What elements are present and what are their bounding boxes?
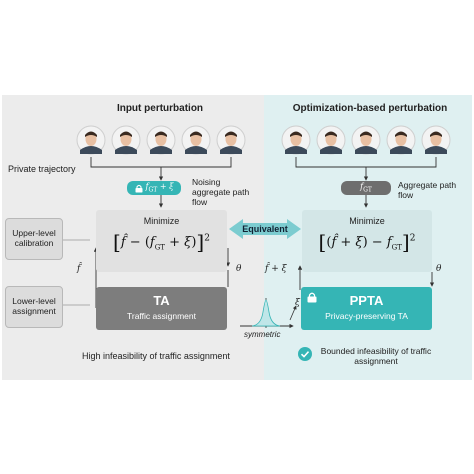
ppta-box: PPTA Privacy-preserving TA [301, 287, 432, 330]
left-minimize-label: Minimize [143, 216, 180, 226]
person-icon [316, 125, 346, 155]
ta-title: TA [153, 293, 170, 308]
private-trajectory-label: Private trajectory [8, 164, 76, 174]
gt-flow-label: fGT [360, 182, 372, 194]
noise-symbol: ξ [295, 298, 300, 308]
left-objective-formula: [f̂ − (fGT + ξ)]2 [113, 230, 210, 254]
left-heading: Input perturbation [116, 103, 204, 114]
right-feedback-theta: θ [436, 264, 442, 274]
right-objective-formula: [(f̂ + ξ) − fGT]2 [318, 230, 416, 254]
noised-flow-pill: fGT + ξ [127, 181, 181, 195]
person-icon [181, 125, 211, 155]
noising-label: Noising aggregate path flow [192, 177, 250, 207]
person-icon [216, 125, 246, 155]
ppta-subtitle: Privacy-preserving TA [325, 311, 408, 321]
person-icon [421, 125, 451, 155]
left-objective-box: Minimize [f̂ − (fGT + ξ)]2 [96, 210, 227, 272]
person-icon [146, 125, 176, 155]
gt-flow-pill: fGT [341, 181, 391, 195]
left-footer: High infeasibility of traffic assignment [82, 351, 230, 361]
lock-icon [307, 292, 317, 303]
right-minimize-label: Minimize [349, 216, 385, 226]
aggregate-label: Aggregate path flow [398, 180, 457, 200]
left-feedback-fhat: f̂ [77, 264, 81, 274]
right-objective-box: Minimize [(f̂ + ξ) − fGT]2 [302, 210, 432, 272]
check-icon [298, 347, 312, 361]
person-icon [351, 125, 381, 155]
right-footer: Bounded infeasibility of traffic assignm… [320, 346, 432, 366]
equivalent-label: Equivalent [242, 224, 288, 234]
distribution-icon [240, 298, 297, 329]
noised-flow-label: fGT + ξ [145, 182, 174, 194]
person-icon [76, 125, 106, 155]
person-icon [281, 125, 311, 155]
ta-subtitle: Traffic assignment [127, 311, 196, 321]
lower-level-label: Lower-level assignment [5, 286, 63, 328]
symmetric-label: symmetric [244, 330, 281, 339]
lock-icon [135, 184, 143, 192]
right-feedback-fhat-xi: f̂ + ξ [265, 264, 287, 274]
upper-level-label: Upper-level calibration [5, 218, 63, 260]
person-icon [111, 125, 141, 155]
left-feedback-theta: θ [236, 264, 242, 274]
ta-box: TA Traffic assignment [96, 287, 227, 330]
person-icon [386, 125, 416, 155]
equivalent-arrow [229, 219, 301, 239]
ppta-title: PPTA [349, 293, 384, 308]
right-heading: Optimization-based perturbation [292, 103, 448, 114]
